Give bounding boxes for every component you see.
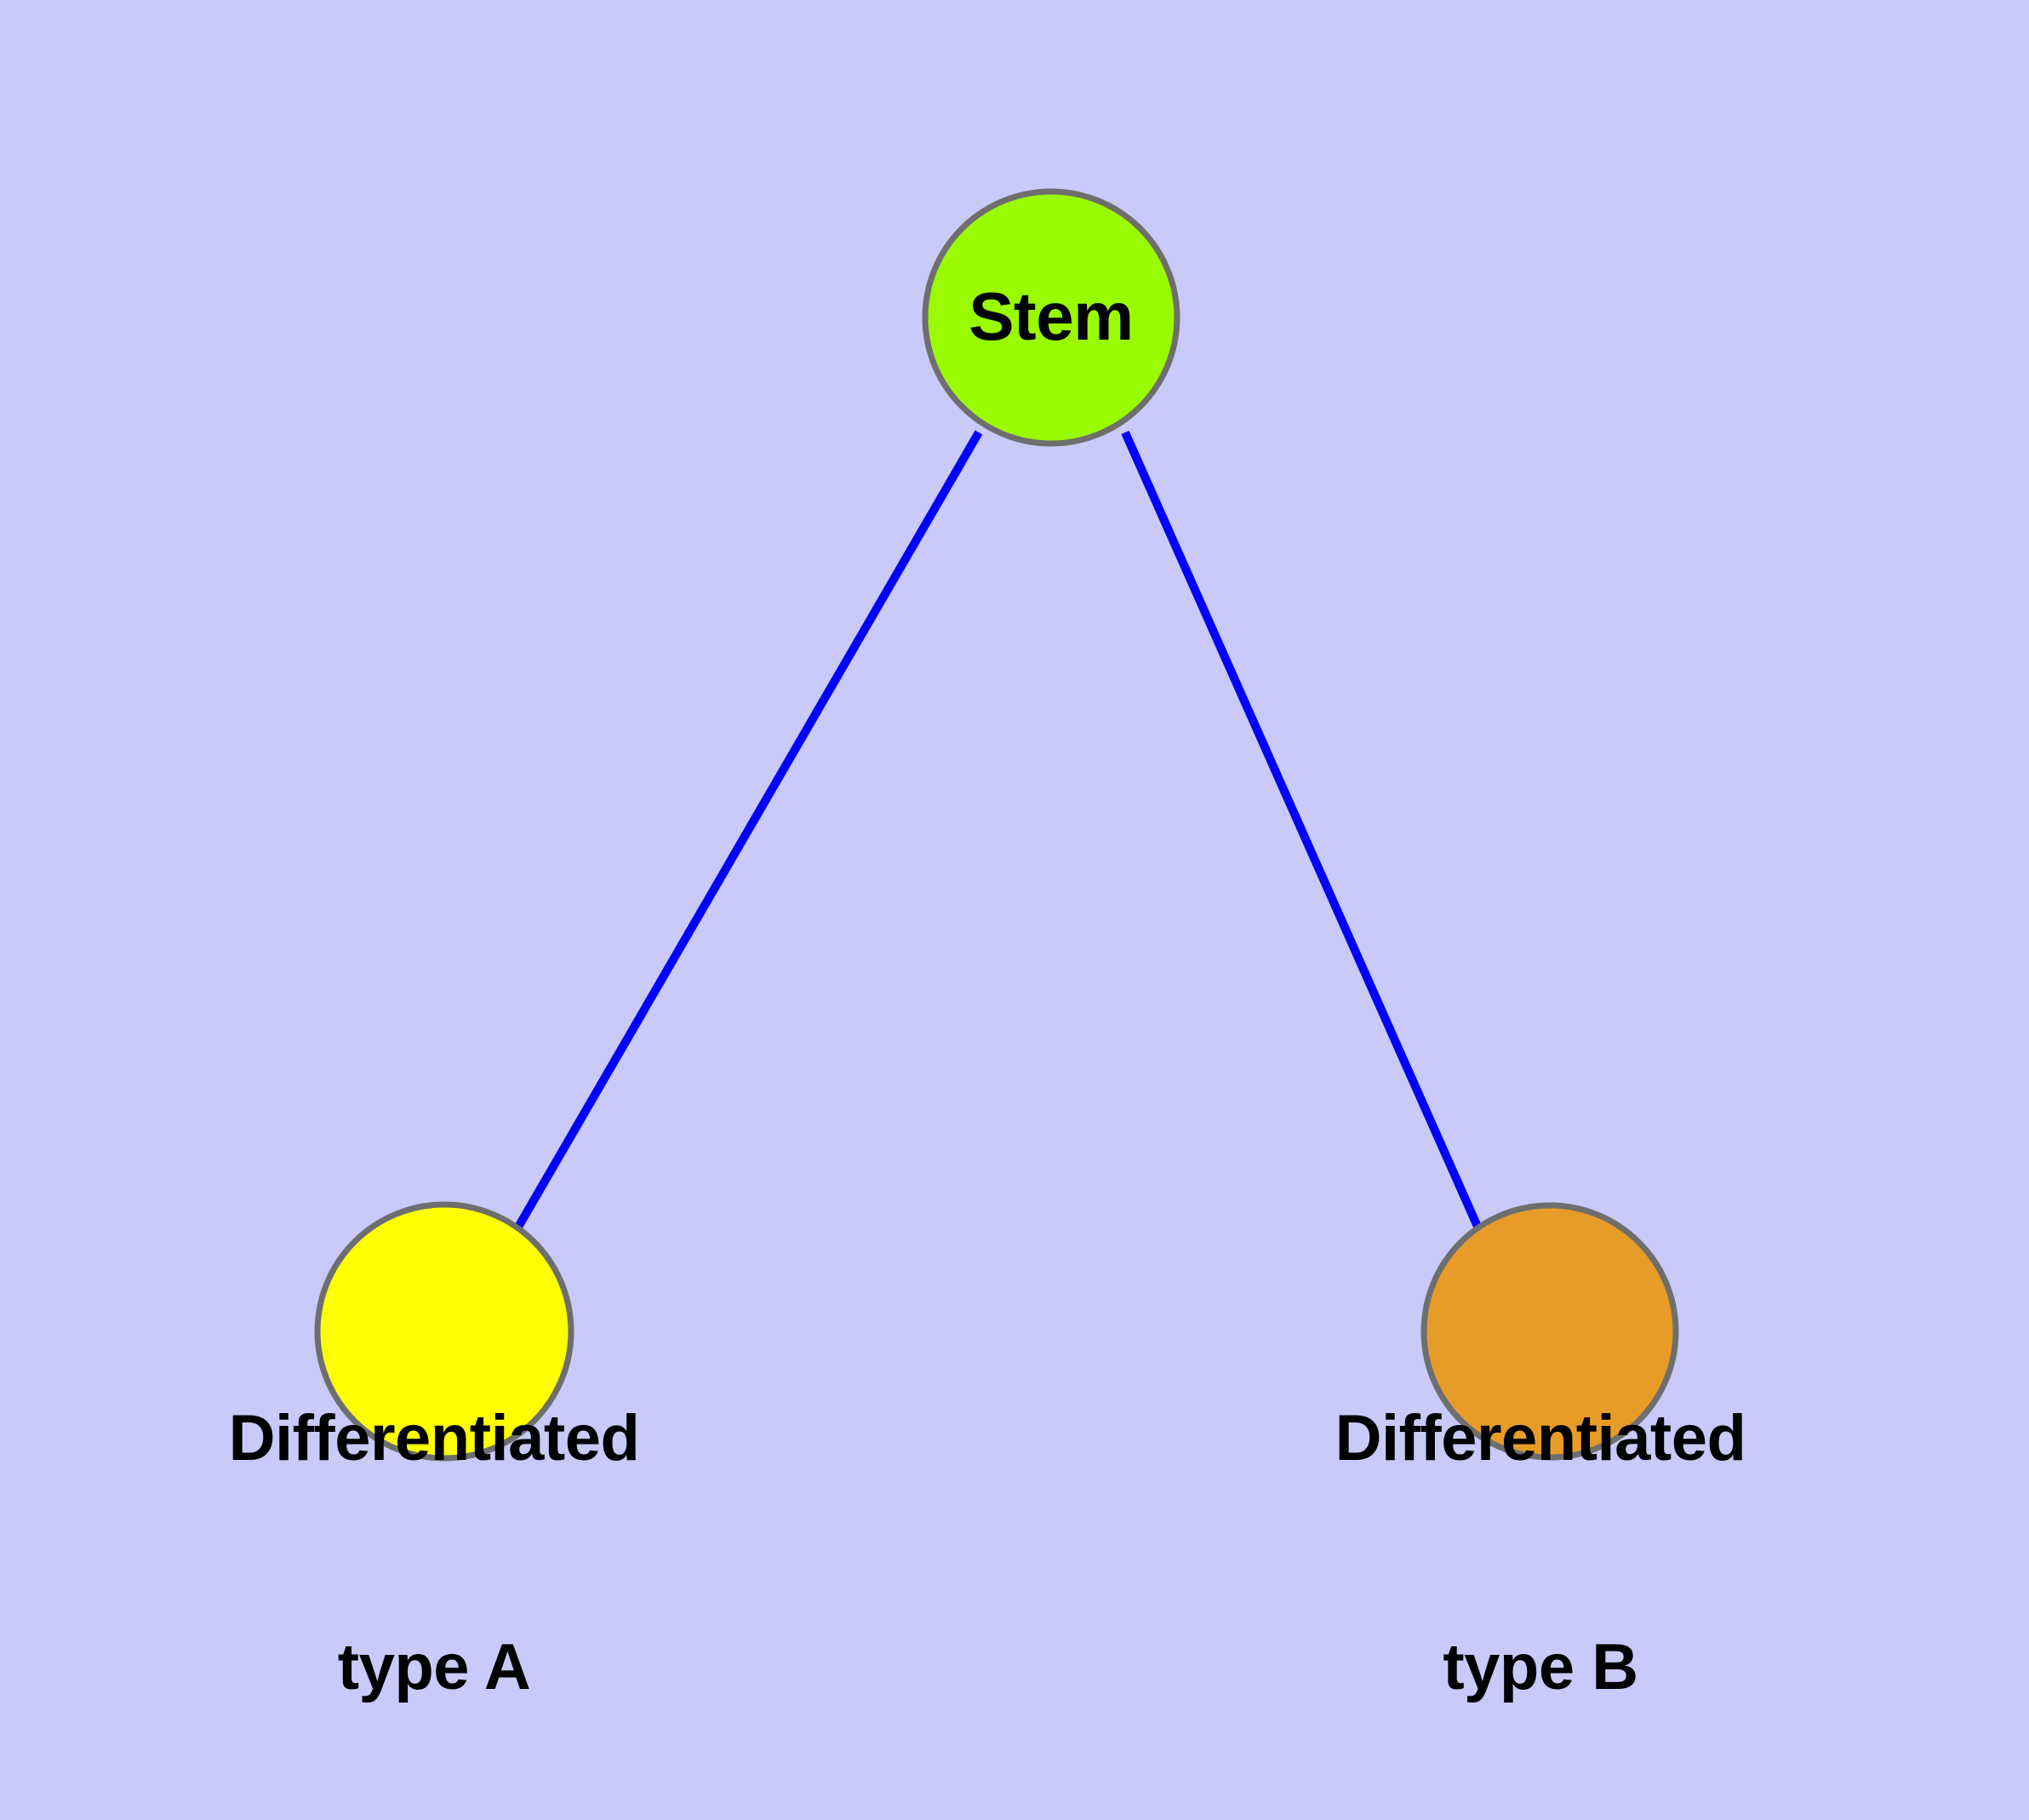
- node-differentiated-type-a[interactable]: [314, 1201, 574, 1462]
- edge-stem-to-differentiated-type-a: [513, 430, 983, 1231]
- node-stem[interactable]: [922, 188, 1180, 447]
- node-differentiated-type-b[interactable]: [1420, 1202, 1679, 1461]
- edge-stem-to-differentiated-type-b: [1121, 430, 1483, 1231]
